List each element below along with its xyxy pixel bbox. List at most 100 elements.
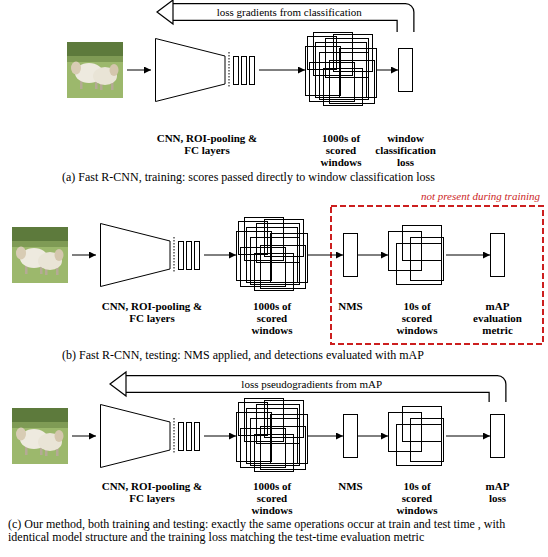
- input-arrow: [72, 436, 96, 437]
- flow-arrow: [308, 436, 343, 437]
- window-box: [308, 37, 337, 70]
- nms-box: NMS: [343, 398, 358, 516]
- cnn-block-shape: [100, 404, 204, 468]
- window-box: [397, 425, 442, 466]
- vector-box: [399, 49, 413, 92]
- block-label: 1000s of scored windows: [313, 132, 369, 168]
- flow-arrow: [204, 436, 236, 437]
- cnn-block-shape: [100, 223, 204, 287]
- panel-caption: (a) Fast R-CNN, training: scores passed …: [62, 171, 542, 184]
- panel-caption: (b) Fast R-CNN, testing: NMS applied, an…: [62, 349, 542, 362]
- scored-windows: 1000s of scored windows: [305, 32, 377, 168]
- window-box: [320, 53, 369, 100]
- scored-windows-shape: [236, 217, 308, 293]
- window-box: [411, 238, 444, 281]
- metric-box-shape: [490, 233, 505, 277]
- vector-box: [491, 415, 505, 458]
- scored-windows-shape: [305, 32, 377, 108]
- block-label: mAP evaluation metric: [467, 300, 529, 336]
- arrow-label: loss pseudogradients from mAP: [241, 378, 382, 390]
- scored-windows-shape: [388, 406, 446, 466]
- window-box: [255, 435, 294, 472]
- vector-box: [344, 234, 358, 277]
- scored-windows: 1000s of scored windows: [236, 217, 308, 336]
- feedback-arrow: [157, 0, 406, 32]
- window-box: [255, 254, 294, 291]
- block-label: NMS: [331, 480, 371, 492]
- nms-box-shape: [343, 414, 358, 458]
- roi-divider: [174, 237, 175, 273]
- vector-box: [491, 234, 505, 277]
- metric-box: mAP evaluation metric: [490, 217, 505, 336]
- arrow-line: [446, 255, 490, 256]
- block-label: mAP loss: [478, 480, 518, 504]
- scored-windows-shape: [236, 398, 308, 474]
- window-box: [251, 238, 300, 285]
- input-arrow: [72, 255, 96, 256]
- flow-arrow: [259, 70, 305, 71]
- fc-layer: [234, 57, 239, 85]
- window-box: [397, 244, 442, 285]
- nms-box-shape: [343, 233, 358, 277]
- flow-arrow: [377, 70, 398, 71]
- scored-windows-shape: [388, 225, 446, 285]
- fc-layer: [195, 242, 200, 270]
- fc-layer: [195, 423, 200, 451]
- block-label: 10s of scored windows: [389, 480, 445, 516]
- window-box: [251, 419, 300, 466]
- test-only-region: not present during trainingNMS10s of sco…: [330, 205, 544, 345]
- scored-windows: 10s of scored windows: [388, 225, 446, 336]
- fc-layer: [179, 242, 184, 270]
- loss-box: window classification loss: [398, 32, 413, 168]
- arrow-line: [446, 436, 490, 437]
- block-label: NMS: [331, 300, 371, 312]
- arrow-label: loss gradients from classification: [217, 6, 362, 18]
- window-box: [324, 69, 363, 106]
- flow-arrow: [446, 436, 490, 437]
- roi-divider: [174, 418, 175, 454]
- arrow-head: [157, 0, 173, 24]
- cnn-trapezoid: [156, 39, 226, 102]
- cnn-block: CNN, ROI-pooling & FC layers: [100, 384, 204, 506]
- cnn-trapezoid: [101, 405, 171, 468]
- window-box: [271, 234, 308, 283]
- scored-windows: 1000s of scored windows: [236, 398, 308, 516]
- panel-caption: (c) Our method, both training and testin…: [8, 518, 542, 543]
- fc-layer: [250, 57, 255, 85]
- flow-arrow: [358, 436, 388, 437]
- loss-box-shape: [490, 414, 505, 458]
- arrow-head: [110, 372, 126, 396]
- arrow-line: [204, 436, 236, 437]
- feedback-arrow: [110, 372, 498, 402]
- block-label: CNN, ROI-pooling & FC layers: [155, 132, 259, 156]
- block-label: window classification loss: [371, 132, 441, 168]
- fc-layer: [187, 242, 192, 270]
- roi-divider: [229, 52, 230, 88]
- vector-box: [344, 415, 358, 458]
- flow-arrow: [204, 255, 236, 256]
- arrow-line: [259, 70, 305, 71]
- arrow-line: [308, 436, 343, 437]
- cnn-block: CNN, ROI-pooling & FC layers: [100, 213, 204, 336]
- arrow-line: [204, 255, 236, 256]
- window-box: [340, 49, 377, 98]
- block-label: CNN, ROI-pooling & FC layers: [100, 480, 204, 504]
- flow-arrow: [308, 255, 343, 256]
- block-label: 1000s of scored windows: [244, 480, 300, 516]
- cnn-trapezoid: [101, 224, 171, 287]
- window-box: [411, 419, 444, 462]
- loss-box: mAP loss: [490, 402, 505, 516]
- scored-windows: 10s of scored windows: [388, 406, 446, 516]
- fc-layer: [179, 423, 184, 451]
- arrow-line: [377, 70, 398, 71]
- cnn-block-shape: [155, 38, 259, 102]
- dashed-border: [331, 206, 543, 344]
- block-label: 10s of scored windows: [389, 300, 445, 336]
- arrow-line: [358, 255, 388, 256]
- fc-layer: [187, 423, 192, 451]
- sheep-photo: [67, 42, 123, 98]
- flow-arrow: [358, 255, 388, 256]
